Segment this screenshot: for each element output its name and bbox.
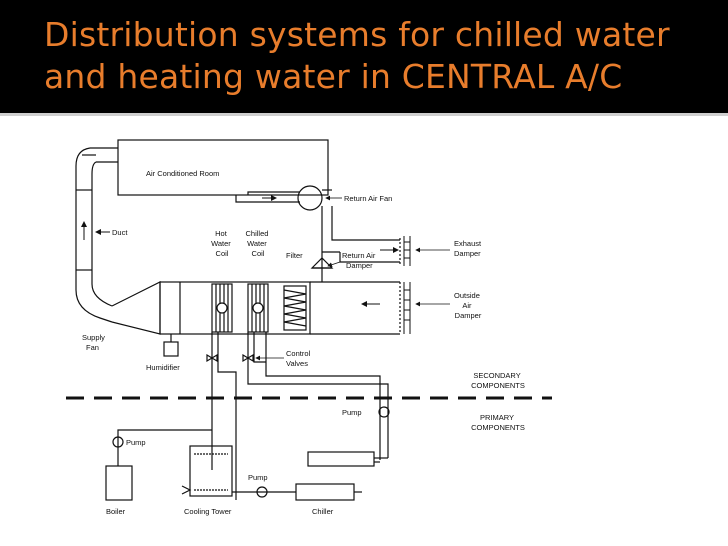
- control-valve-chilled: [242, 353, 254, 363]
- supply-fan-transition: [111, 281, 161, 335]
- return-air-fan: [297, 185, 323, 211]
- label-chiller: Chiller: [312, 507, 334, 516]
- label-exhaust-damper: Exhaust Damper: [454, 239, 483, 258]
- control-valve-hot: [206, 353, 218, 363]
- boiler: [105, 429, 212, 501]
- label-humidifier: Humidifier: [146, 363, 180, 372]
- secondary-pump: [378, 406, 390, 418]
- label-duct: Duct: [112, 228, 128, 237]
- filter: [283, 285, 307, 331]
- label-return-air-damper: Return Air Damper: [342, 251, 377, 270]
- air-conditioned-room-box: [117, 139, 329, 196]
- cooling-tower: [181, 445, 296, 498]
- label-cooling-tower: Cooling Tower: [184, 507, 232, 516]
- label-supply-fan: Supply Fan: [82, 333, 107, 352]
- label-filter: Filter: [286, 251, 303, 260]
- slide-title: Distribution systems for chilled water a…: [44, 14, 670, 98]
- label-secondary-components: SECONDARY COMPONENTS: [471, 371, 525, 390]
- title-bar: [0, 0, 728, 113]
- flow-arrows: [81, 195, 399, 307]
- label-return-air-fan: Return Air Fan: [344, 194, 392, 203]
- outside-air-damper: [403, 282, 411, 334]
- return-air-damper: [310, 257, 334, 269]
- mixing-box: [310, 281, 401, 335]
- label-leaders: [255, 195, 450, 361]
- hot-water-coil: [211, 283, 233, 333]
- supply-duct: [75, 147, 118, 323]
- label-primary-components: PRIMARY COMPONENTS: [471, 413, 525, 432]
- label-pump-secondary: Pump: [342, 408, 362, 417]
- air-handler-casing: [159, 281, 311, 335]
- hvac-distribution-diagram: Air Conditioned Room Return Air Fan Duct…: [66, 139, 552, 516]
- humidifier: [163, 334, 179, 357]
- label-chilled-water-coil: Chilled Water Coil: [245, 229, 270, 258]
- label-air-conditioned-room: Air Conditioned Room: [146, 169, 219, 178]
- slide-title-line-1: Distribution systems for chilled water: [44, 15, 670, 54]
- return-air-duct: [235, 185, 401, 282]
- label-outside-air-damper: Outside Air Damper: [454, 291, 482, 320]
- label-pump-tower: Pump: [248, 473, 268, 482]
- chilled-water-coil: [247, 283, 269, 333]
- label-boiler: Boiler: [106, 507, 126, 516]
- title-divider: [0, 113, 728, 116]
- exhaust-damper: [403, 236, 411, 266]
- label-hot-water-coil: Hot Water Coil: [211, 229, 233, 258]
- coil-piping: [211, 332, 389, 500]
- label-control-valves: Control Valves: [286, 349, 312, 368]
- slide-title-line-2: and heating water in CENTRAL A/C: [44, 57, 623, 96]
- label-pump-boiler: Pump: [126, 438, 146, 447]
- chiller: [295, 451, 388, 501]
